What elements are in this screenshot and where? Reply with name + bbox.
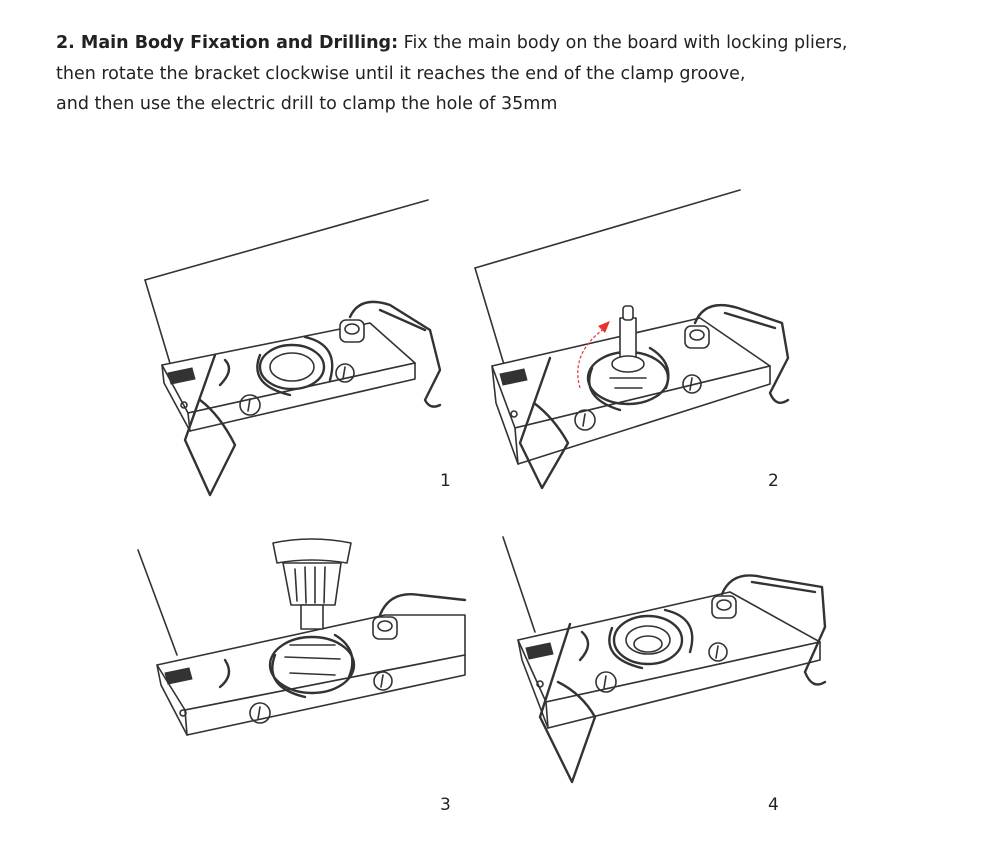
- screw-hole: [603, 675, 607, 689]
- locking-pliers: [218, 358, 231, 387]
- instruction-line-2: then rotate the bracket clockwise until …: [56, 63, 746, 84]
- locking-pliers: [720, 574, 827, 686]
- drill-bit-flutes: [609, 377, 647, 389]
- jig-body-end: [517, 639, 549, 729]
- rotation-arrow: [577, 327, 606, 389]
- board-edge: [137, 549, 178, 656]
- figure-number: 1: [440, 471, 451, 491]
- screw-hole: [257, 706, 261, 720]
- screw-hole: [249, 702, 271, 724]
- pin-hole: [510, 410, 518, 418]
- bracket-arm: [588, 366, 622, 412]
- bracket-arm: [256, 353, 292, 397]
- screw-hole: [239, 394, 261, 416]
- pin-hole: [179, 709, 187, 717]
- figure-2: 2: [470, 188, 790, 498]
- screw-hole: [708, 642, 728, 662]
- jig-illustration-1: [144, 199, 442, 497]
- jig-body-side: [545, 641, 821, 729]
- screw-hole: [373, 671, 393, 691]
- screw-hole: [715, 645, 719, 659]
- drill-bit-collar: [611, 355, 645, 373]
- step-title: 2. Main Body Fixation and Drilling:: [56, 33, 399, 53]
- screw-hole: [582, 413, 586, 427]
- drill-bit-tip: [622, 305, 634, 321]
- stop-knob: [377, 620, 393, 632]
- locking-pliers: [378, 593, 467, 617]
- drill-chuck-body: [282, 562, 342, 606]
- screw-hole: [682, 374, 702, 394]
- drill-bit-shank: [300, 604, 324, 630]
- logo-plate: [499, 368, 528, 386]
- locking-pliers: [693, 303, 790, 404]
- locking-pliers: [538, 622, 597, 784]
- locking-pliers: [378, 308, 427, 332]
- instruction-line-3: and then use the electric drill to clamp…: [56, 94, 558, 114]
- drill-chuck-grip: [294, 566, 326, 604]
- jig-illustration-2: [474, 189, 790, 490]
- figure-4: 4: [500, 532, 830, 832]
- logo-plate: [164, 667, 193, 685]
- bracket-arm: [608, 626, 644, 670]
- bracket-arm: [271, 653, 307, 699]
- stop-knob: [344, 323, 360, 335]
- board-edge: [144, 279, 173, 371]
- logo-plate: [525, 642, 554, 660]
- drill-guide-ring: [268, 635, 356, 695]
- drilled-hole: [633, 635, 663, 653]
- board-edge: [502, 536, 536, 633]
- drilled-hole: [625, 625, 671, 655]
- bracket-arm: [333, 633, 354, 679]
- figure-1: 1: [140, 195, 460, 505]
- drill-chuck-top: [272, 538, 352, 564]
- locking-pliers: [183, 353, 237, 497]
- figure-3: 3: [135, 535, 467, 835]
- drill-guide-ring: [258, 343, 326, 391]
- jig-body-side: [514, 365, 771, 465]
- screw-hole: [380, 674, 384, 688]
- jig-body-end: [491, 365, 519, 465]
- instruction-line-1: 2. Main Body Fixation and Drilling: Fix …: [56, 28, 956, 59]
- pin-hole: [536, 680, 544, 688]
- screw-hole: [342, 366, 346, 380]
- screw-hole: [595, 671, 617, 693]
- jig-illustration-3: [137, 538, 467, 736]
- jig-body-side: [184, 654, 466, 736]
- pin-hole: [180, 401, 188, 409]
- screw-hole: [335, 363, 355, 383]
- jig-body-end: [161, 364, 191, 432]
- locking-pliers: [348, 300, 442, 408]
- jig-illustration-4: [502, 536, 827, 784]
- screw-hole: [574, 409, 596, 431]
- instruction-text-1: Fix the main body on the board with lock…: [398, 33, 848, 53]
- locking-pliers: [578, 630, 590, 662]
- rotation-arrow-head: [598, 321, 610, 333]
- stop-knob: [689, 329, 705, 341]
- figure-number: 3: [440, 795, 451, 815]
- bracket-arm: [303, 335, 334, 382]
- bracket-arm: [648, 346, 670, 390]
- locking-pliers: [723, 311, 777, 330]
- board-edge: [144, 199, 429, 281]
- locking-pliers: [218, 658, 231, 689]
- locking-pliers: [518, 356, 570, 490]
- figure-number: 4: [768, 795, 779, 815]
- drill-guide-ring: [612, 614, 684, 666]
- screw-hole: [247, 398, 251, 412]
- drill-bit-flutes: [284, 644, 341, 676]
- screw-hole: [689, 377, 693, 391]
- instructions: 2. Main Body Fixation and Drilling: Fix …: [56, 28, 956, 120]
- board-edge: [474, 267, 506, 369]
- drill-guide-hole: [269, 352, 315, 382]
- locking-pliers: [750, 580, 817, 594]
- bracket-arm: [663, 608, 694, 654]
- stop-knob: [716, 599, 732, 611]
- jig-body-end: [156, 664, 188, 736]
- logo-plate: [167, 367, 196, 385]
- figure-number: 2: [768, 471, 779, 491]
- board-edge: [474, 189, 741, 269]
